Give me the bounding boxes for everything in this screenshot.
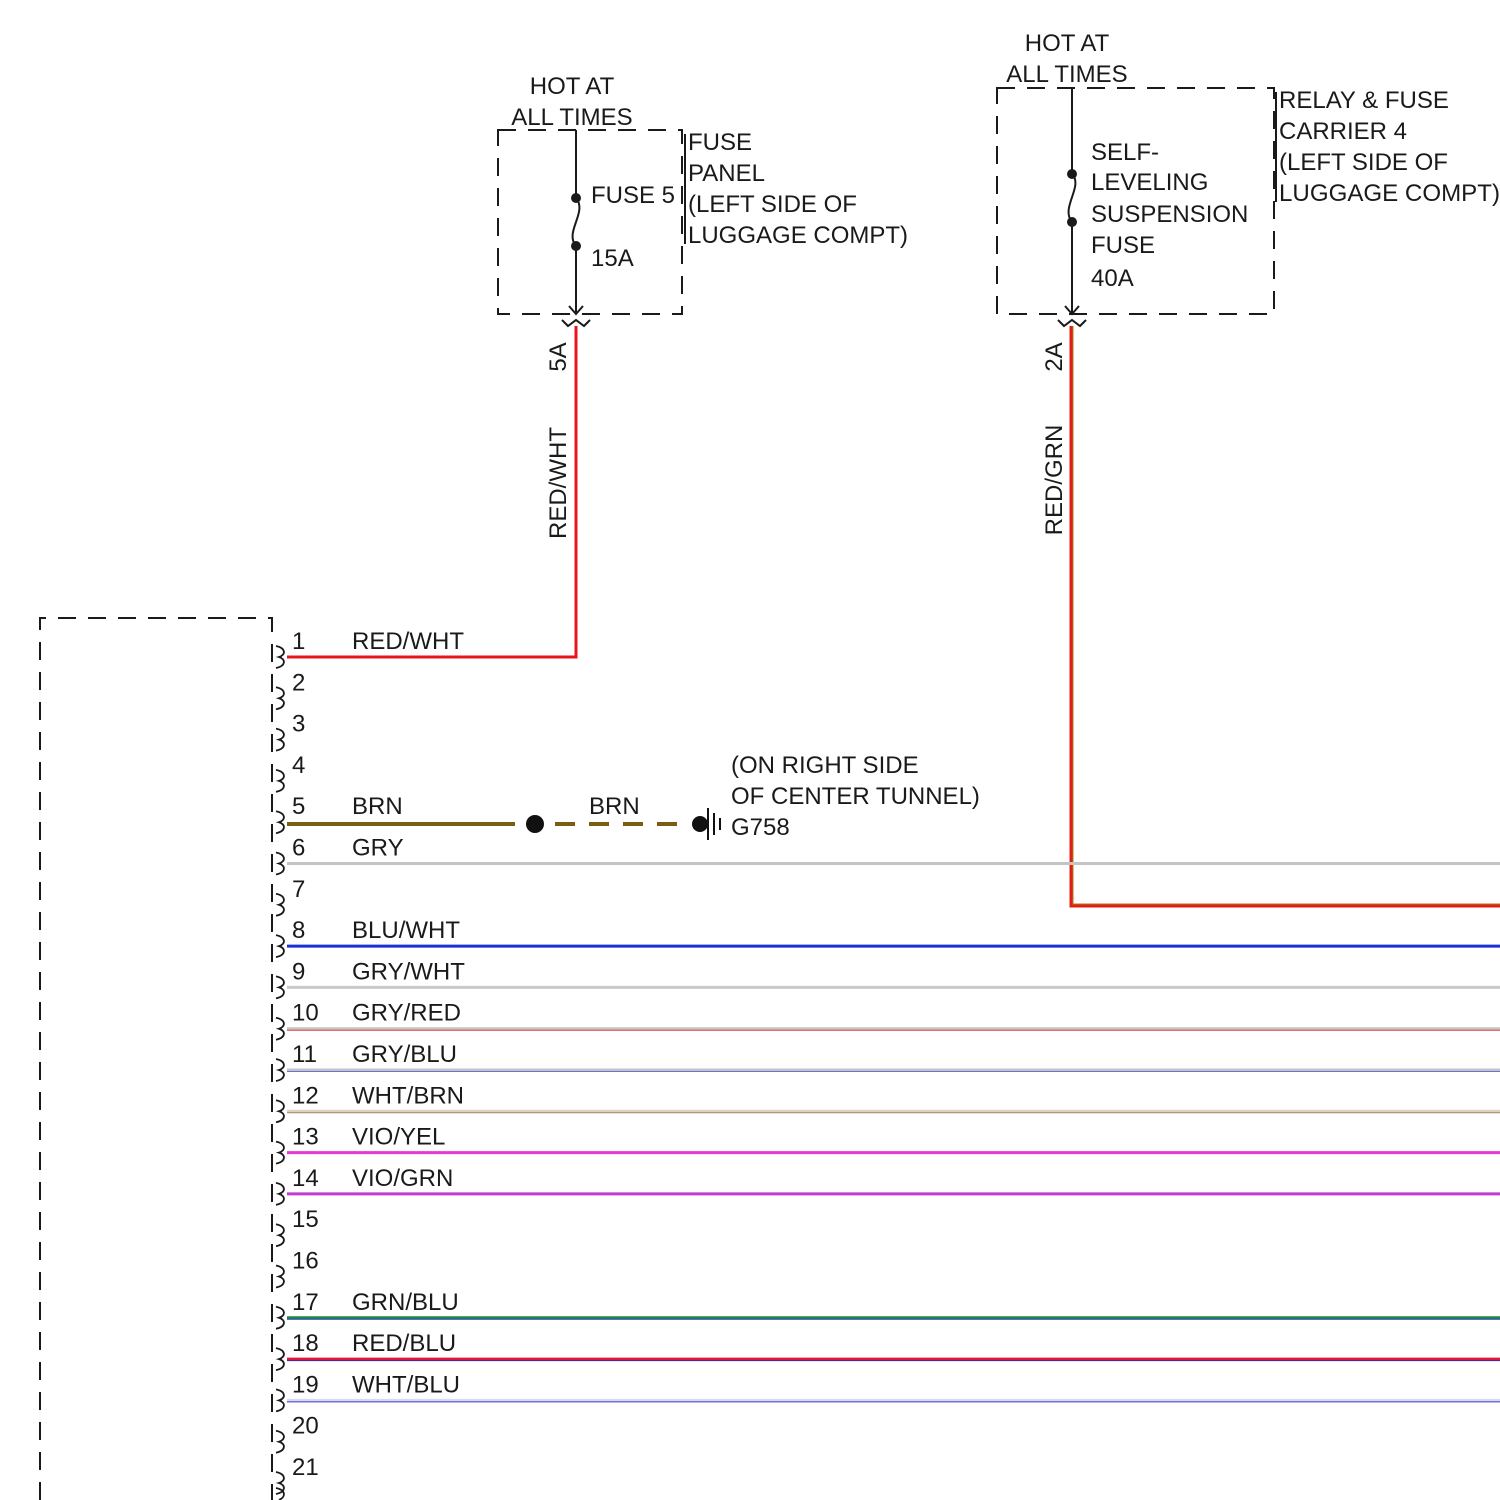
- pin-14-wire-label: VIO/GRN: [352, 1165, 453, 1192]
- pin-9-wire-label: GRY/WHT: [352, 958, 465, 985]
- pin-16-number: 16: [292, 1248, 319, 1275]
- pin-17-wire-label: GRN/BLU: [352, 1289, 459, 1316]
- pin-10-wire-label: GRY/RED: [352, 1000, 461, 1027]
- module-outline: [40, 618, 272, 1500]
- splice-dot: [526, 815, 544, 833]
- suspension-fuse-label-2: LEVELING: [1091, 169, 1208, 196]
- pin-6-wire-label: GRY: [352, 835, 404, 862]
- pin-17-connector-icon: [276, 1307, 284, 1329]
- fuse-5-name: FUSE 5: [591, 182, 675, 209]
- connector-5a-icon: [562, 320, 590, 326]
- pin-21-number: 21: [292, 1454, 319, 1481]
- pin-6-connector-icon: [276, 853, 284, 875]
- pin-8-number: 8: [292, 917, 305, 944]
- pin-2-number: 2: [292, 669, 305, 696]
- suspension-fuse-icon: [1069, 174, 1076, 222]
- fuse-panel-label-3: (LEFT SIDE OF: [688, 191, 857, 218]
- suspension-fuse-label-4: FUSE: [1091, 232, 1155, 259]
- pin-12-connector-icon: [276, 1100, 284, 1122]
- pin-11-number: 11: [292, 1041, 317, 1068]
- pin-18-wire-label: RED/BLU: [352, 1330, 456, 1357]
- ground-wire-label: BRN: [589, 793, 640, 820]
- fuse-panel-power-label-1: HOT AT: [530, 73, 615, 100]
- pin-14-number: 14: [292, 1165, 319, 1192]
- pin-2-connector-icon: [276, 687, 284, 709]
- wire-red-wht: [287, 326, 576, 657]
- pin-9-number: 9: [292, 958, 305, 985]
- pin-19-connector-icon: [276, 1389, 284, 1411]
- pin-4-number: 4: [292, 752, 305, 779]
- wire-red-grn-vertical-label: RED/GRN: [1041, 425, 1068, 536]
- pin-3-connector-icon: [276, 729, 284, 751]
- pin-6-number: 6: [292, 835, 305, 862]
- pin-4-connector-icon: [276, 770, 284, 792]
- pin-18-connector-icon: [276, 1348, 284, 1370]
- pin-15-number: 15: [292, 1206, 319, 1233]
- fuse-panel: HOT AT ALL TIMES FUSE 5 15A FUSE PANEL (…: [287, 73, 908, 657]
- pin-19-number: 19: [292, 1371, 319, 1398]
- pin-1-connector-icon: [276, 646, 284, 668]
- pin-11-wire-label: GRY/BLU: [352, 1041, 457, 1068]
- pin-11-connector-icon: [276, 1059, 284, 1081]
- carrier-label-2: CARRIER 4: [1279, 118, 1407, 145]
- pin-1-number: 1: [292, 628, 305, 655]
- suspension-fuse-rating: 40A: [1091, 265, 1134, 292]
- pin-12-number: 12: [292, 1082, 319, 1109]
- carrier-power-label-1: HOT AT: [1025, 30, 1110, 57]
- fuse-panel-box: [498, 130, 682, 314]
- pin-17-number: 17: [292, 1289, 319, 1316]
- wire-red-grn-stripe: [1073, 326, 1500, 904]
- pin-20-connector-icon: [276, 1431, 284, 1453]
- fuse-panel-power-label-2: ALL TIMES: [511, 104, 632, 131]
- carrier-label-4: LUGGAGE COMPT): [1279, 180, 1500, 207]
- pin-7-connector-icon: [276, 894, 284, 916]
- fuse-panel-label-4: LUGGAGE COMPT): [688, 222, 908, 249]
- pin-8-connector-icon: [276, 935, 284, 957]
- pin-12-wire-label: WHT/BRN: [352, 1082, 464, 1109]
- pin-13-number: 13: [292, 1124, 319, 1151]
- pin-14-connector-icon: [276, 1183, 284, 1205]
- fuse-5-icon: [573, 198, 580, 246]
- pin-5-connector-icon: [276, 811, 284, 833]
- pin-15-connector-icon: [276, 1224, 284, 1246]
- ground-location-1: (ON RIGHT SIDE: [731, 752, 919, 779]
- ground-id: G758: [731, 814, 790, 841]
- pin-9-connector-icon: [276, 976, 284, 998]
- carrier-label-1: RELAY & FUSE: [1279, 87, 1449, 114]
- suspension-fuse-label-3: SUSPENSION: [1091, 201, 1248, 228]
- suspension-fuse-label-1: SELF-: [1091, 139, 1159, 166]
- pin-5-number: 5: [292, 793, 305, 820]
- carrier-label-3: (LEFT SIDE OF: [1279, 149, 1448, 176]
- pin-3-number: 3: [292, 711, 305, 738]
- pin-13-wire-label: VIO/YEL: [352, 1124, 445, 1151]
- relay-fuse-carrier: HOT AT ALL TIMES SELF- LEVELING SUSPENSI…: [997, 30, 1500, 906]
- carrier-power-label-2: ALL TIMES: [1006, 61, 1127, 88]
- pin-8-wire-label: BLU/WHT: [352, 917, 460, 944]
- pin-13-connector-icon: [276, 1142, 284, 1164]
- pin-16-connector-icon: [276, 1266, 284, 1288]
- pin-19-wire-label: WHT/BLU: [352, 1371, 460, 1398]
- pin-18-number: 18: [292, 1330, 319, 1357]
- wire-red-grn: [1071, 326, 1500, 906]
- pin-20-number: 20: [292, 1413, 319, 1440]
- pin-7-number: 7: [292, 876, 305, 903]
- ground-location-2: OF CENTER TUNNEL): [731, 783, 980, 810]
- wire-red-wht-vertical-label: RED/WHT: [545, 427, 572, 539]
- connector-5a-label: 5A: [545, 342, 572, 371]
- fuse-panel-label-2: PANEL: [688, 160, 765, 187]
- connector-2a-label: 2A: [1041, 342, 1068, 371]
- fuse-5-rating: 15A: [591, 245, 634, 272]
- fuse-panel-label-1: FUSE: [688, 129, 752, 156]
- ground-point-dot: [692, 816, 708, 832]
- pin-1-wire-label: RED/WHT: [352, 628, 464, 655]
- pin-5-wire-label: BRN: [352, 793, 403, 820]
- connector-2a-icon: [1058, 320, 1086, 326]
- pin-10-number: 10: [292, 1000, 319, 1027]
- pin-10-connector-icon: [276, 1018, 284, 1040]
